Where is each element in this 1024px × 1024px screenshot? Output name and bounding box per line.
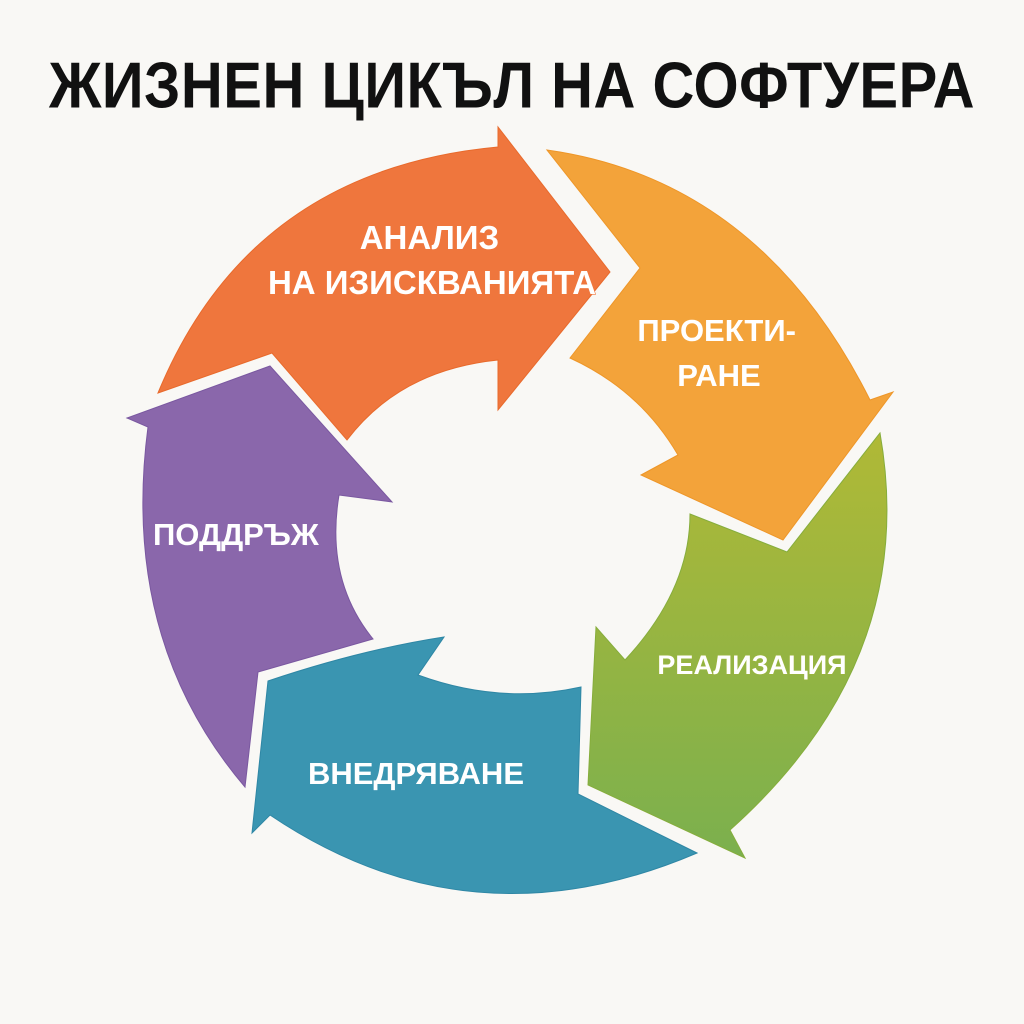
- arrow-design-icon: [545, 149, 895, 541]
- stage-analysis-line-1: АНАЛИЗ: [360, 219, 499, 256]
- svg-text:ПРОЕКТИ- РАНЕ: ПРОЕКТИ- РАНЕ: [637, 313, 804, 393]
- arrow-maintenance-icon: [125, 365, 394, 789]
- arrow-analysis-icon: [157, 125, 611, 441]
- arrow-deployment-icon: [251, 636, 699, 895]
- svg-text:РЕАЛИЗАЦИЯ: РЕАЛИЗАЦИЯ: [657, 650, 846, 680]
- stage-design: ПРОЕКТИ- РАНЕ: [545, 149, 895, 541]
- stage-analysis: АНАЛИЗ НА ИЗИСКВАНИЯТА: [157, 125, 611, 441]
- stage-maintenance-line-1: ПОДДРЪЖ: [153, 517, 320, 552]
- arrow-implementation-icon: [587, 431, 888, 860]
- stage-design-line-2: РАНЕ: [677, 358, 760, 393]
- svg-text:ПОДДРЪЖ: ПОДДРЪЖ: [153, 517, 320, 552]
- stage-deployment-line-1: ВНЕДРЯВАНЕ: [308, 756, 524, 791]
- stage-maintenance: ПОДДРЪЖ: [125, 365, 394, 789]
- diagram-title: ЖИЗНЕН ЦИКЪЛ НА СОФТУЕРА: [48, 49, 976, 122]
- stage-design-line-1: ПРОЕКТИ-: [637, 313, 796, 348]
- stage-analysis-line-2: НА ИЗИСКВАНИЯТА: [268, 264, 596, 301]
- stage-implementation: РЕАЛИЗАЦИЯ: [587, 431, 888, 860]
- svg-text:ВНЕДРЯВАНЕ: ВНЕДРЯВАНЕ: [308, 756, 524, 791]
- stage-implementation-line-1: РЕАЛИЗАЦИЯ: [657, 650, 846, 680]
- svg-text:АНАЛИЗ НА ИЗИСКВАНИЯТА: АНАЛИЗ НА ИЗИСКВАНИЯТА: [268, 219, 596, 301]
- stage-deployment: ВНЕДРЯВАНЕ: [251, 636, 699, 895]
